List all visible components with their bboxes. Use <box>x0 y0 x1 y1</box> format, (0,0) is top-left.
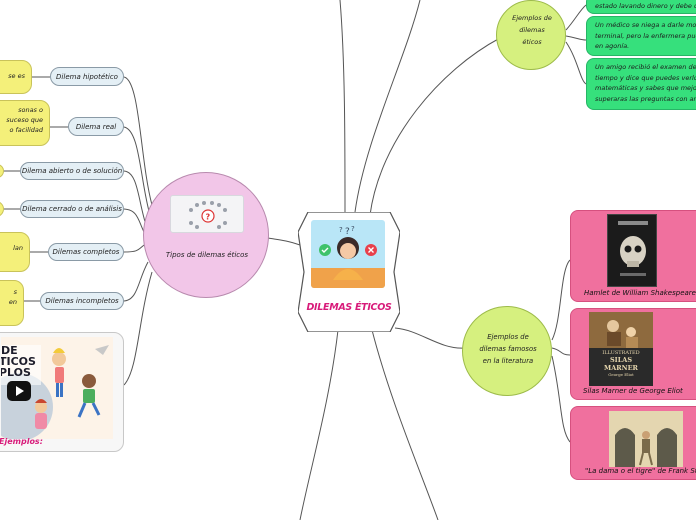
book-caption-hamlet: Hamlet de William Shakespeare <box>583 289 696 297</box>
question-people-icon: ? <box>189 201 227 229</box>
literature-node-title: Ejemplos de dilemas famosos en la litera… <box>479 333 537 365</box>
silas-marner-cover-text: ILLUSTRATED SILAS MARNER George Eliot <box>602 350 640 377</box>
examples-node[interactable]: Ejemplos de dilemas éticos <box>496 0 566 70</box>
type-pill-closed[interactable]: Dilema cerrado o de análisis <box>20 200 124 218</box>
book-card-lady-or-tiger[interactable]: "La dama o el tigre" de Frank Stoc <box>570 406 696 480</box>
connector-center-literature <box>394 327 466 349</box>
literature-node[interactable]: Ejemplos de dilemas famosos en la litera… <box>462 306 552 396</box>
video-card[interactable]: DE TICOS PLOS Ejemplos: <box>0 332 124 452</box>
play-button[interactable] <box>7 381 31 401</box>
book-card-silas-marner[interactable]: ILLUSTRATED SILAS MARNER George Eliot Si… <box>570 308 696 400</box>
examples-node-title: Ejemplos de dilemas éticos <box>512 14 552 46</box>
book-caption-silas-marner: Silas Marner de George Eliot <box>583 387 683 395</box>
type-pill-real[interactable]: Dilema real <box>68 117 124 136</box>
type-pill-hypothetical[interactable]: Dilema hipotético <box>50 67 124 86</box>
hamlet-cover <box>607 214 657 287</box>
lady-or-tiger-image <box>609 411 683 467</box>
arena-doors-illustration <box>609 411 683 467</box>
types-node-image: ? <box>170 195 244 233</box>
detail-hypothetical[interactable]: se es <box>0 60 32 94</box>
thinking-woman-icon: ? ? ? <box>311 225 385 288</box>
video-caption: Ejemplos: <box>0 437 43 446</box>
silas-marner-cover: ILLUSTRATED SILAS MARNER George Eliot <box>589 312 653 386</box>
video-thumbnail: DE TICOS PLOS <box>1 337 113 439</box>
connector-center-examples <box>369 37 501 216</box>
example-money-laundering[interactable]: estado lavando dinero y debe d <box>586 0 696 14</box>
detail-real[interactable]: sonas o suceso que o facilidad <box>0 100 50 146</box>
svg-text:?: ? <box>345 227 350 237</box>
connector-center-left <box>267 237 301 246</box>
book-card-hamlet[interactable]: Hamlet de William Shakespeare <box>570 210 696 302</box>
types-node-title: Tipos de dilemas éticos <box>165 251 249 259</box>
svg-text:?: ? <box>206 213 211 222</box>
detail-complete[interactable]: lan <box>0 232 30 272</box>
book-caption-lady-or-tiger: "La dama o el tigre" de Frank Stoc <box>585 467 696 475</box>
type-pill-incomplete[interactable]: Dilemas incompletos <box>40 292 124 310</box>
detail-incomplete[interactable]: s en <box>0 280 24 326</box>
example-exam[interactable]: Un amigo recibió el examen de m tiempo y… <box>586 58 696 110</box>
type-pill-open[interactable]: Dilema abierto o de solución <box>20 162 124 180</box>
skull-icon <box>618 221 648 276</box>
silas-marner-illustration <box>589 312 653 348</box>
central-illustration: ? ? ? <box>311 220 385 288</box>
svg-text:?: ? <box>339 226 343 234</box>
type-pill-complete[interactable]: Dilemas completos <box>48 243 124 261</box>
central-topic[interactable]: ? ? ? DILEMAS ÉTICOS <box>298 212 400 332</box>
central-title: DILEMAS ÉTICOS <box>306 302 392 313</box>
types-node[interactable]: ? Tipos de dilemas éticos <box>143 172 269 298</box>
video-banner-text: DE TICOS PLOS <box>1 344 36 379</box>
svg-text:?: ? <box>351 225 355 233</box>
play-icon <box>16 386 24 396</box>
example-doctor[interactable]: Un médico se niega a darle mo terminal, … <box>586 16 696 56</box>
